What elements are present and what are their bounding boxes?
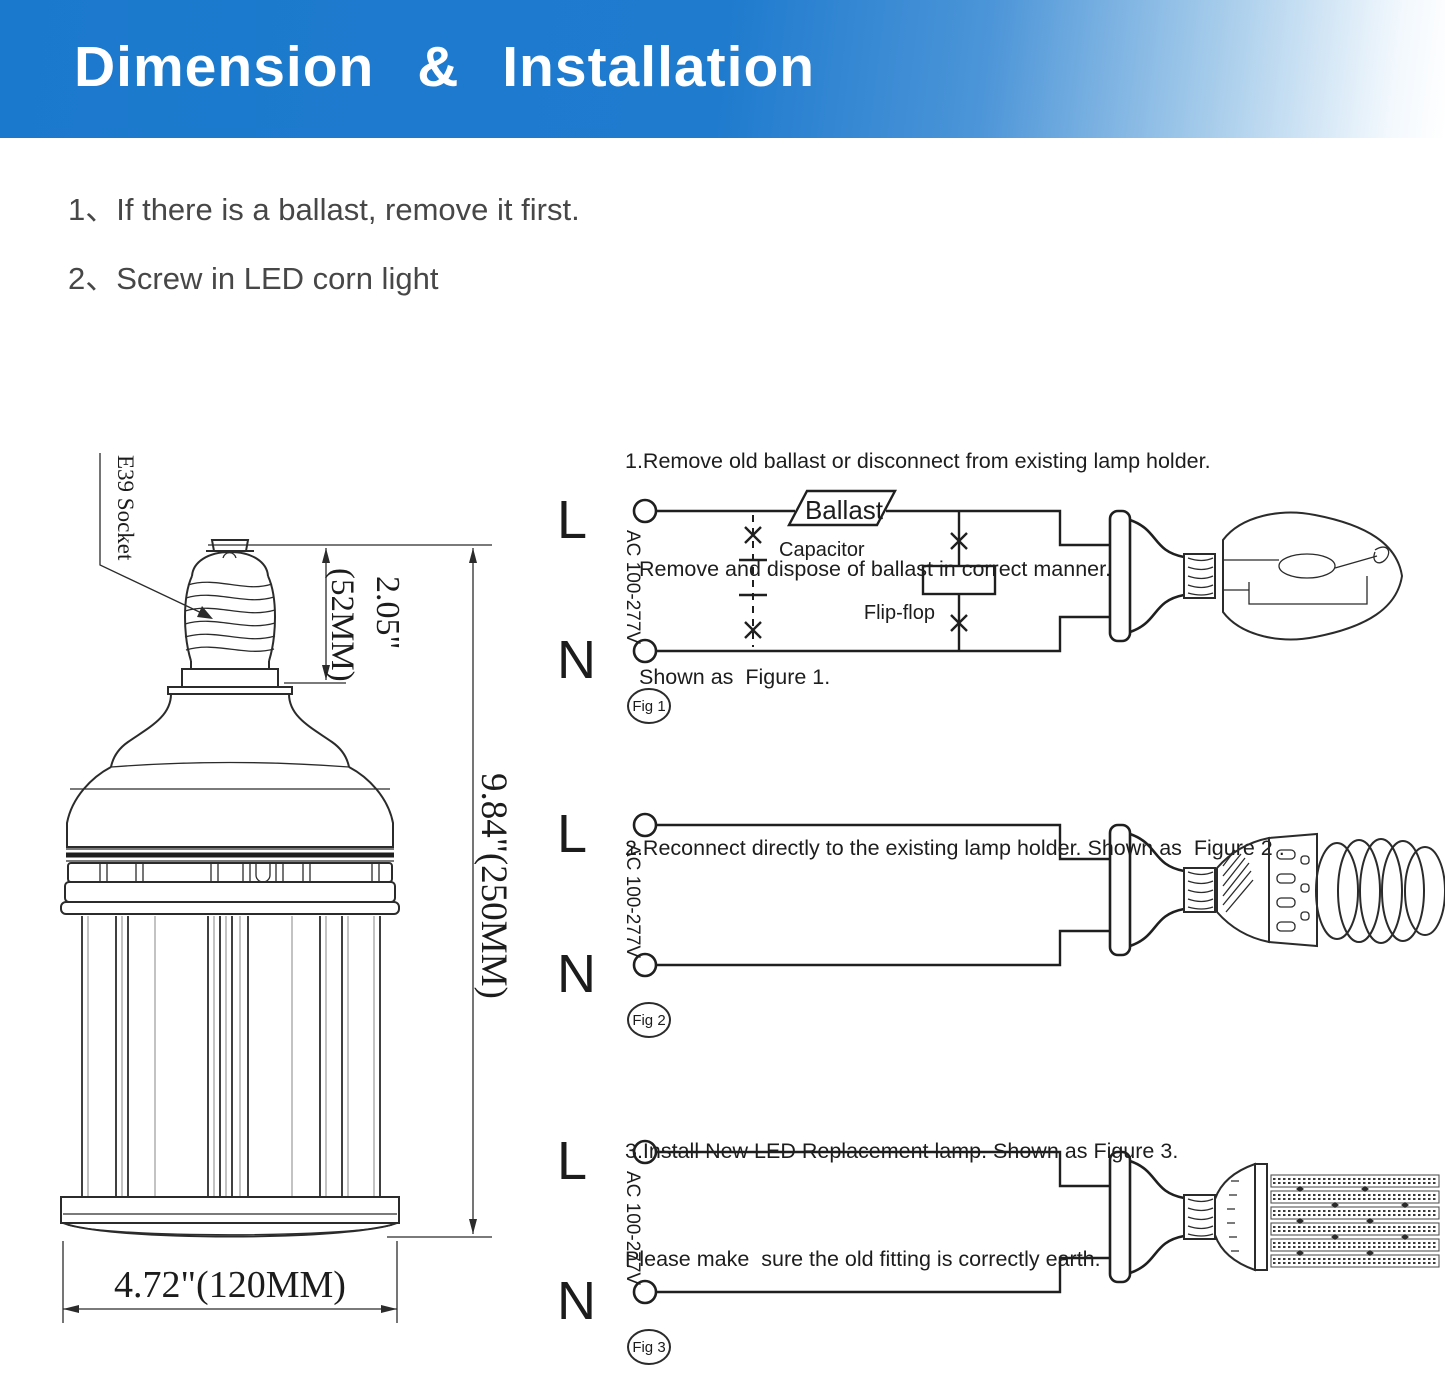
dim-diameter: 4.72"(120MM) <box>62 1241 398 1323</box>
voltage-label: AC 100-277V <box>622 1171 643 1285</box>
live-terminal <box>632 498 658 524</box>
figure2-intro-line: 2.Reconnect directly to the existing lam… <box>625 836 1285 860</box>
wiring-diagram-fig3: L N AC 100-277V <box>557 1131 1440 1365</box>
heatsink-ring-band <box>60 848 400 915</box>
figure1-intro-line: 1.Remove old ballast or disconnect from … <box>625 449 1211 473</box>
neutral-terminal-label: N <box>557 630 596 690</box>
socket-height-mm: (52MM) <box>324 568 360 682</box>
dim-overall-height: 9.84"(250MM) <box>387 548 514 1238</box>
wire <box>656 1150 1110 1188</box>
voltage-label: AC 100-277V <box>622 530 643 644</box>
fig-caption-badge <box>627 688 671 724</box>
live-terminal <box>632 812 658 838</box>
e39-socket-callout: E39 Socket <box>99 453 213 619</box>
capacitor-label: Capacitor <box>779 539 865 561</box>
cfl-spiral-bulb-icon <box>1216 832 1445 948</box>
figure1-intro-line: Remove and dispose of ballast in correct… <box>639 557 1112 581</box>
bulb-outline <box>66 539 394 848</box>
page-title: Dimension & Installation <box>74 35 816 99</box>
callout-arrowhead <box>197 606 213 619</box>
neutral-terminal-label: N <box>557 944 596 1004</box>
wiring-diagram-fig1: L N AC 100-277V Ballast Capacitor Flip-f… <box>557 489 1404 724</box>
live-terminal-label: L <box>557 1131 587 1191</box>
wire <box>656 1256 1110 1294</box>
fig-caption: Fig 3 <box>632 1339 665 1356</box>
socket-label: E39 Socket <box>113 455 138 561</box>
wire <box>656 823 1110 861</box>
wire <box>656 615 1110 653</box>
ballast-symbol <box>787 489 897 527</box>
figure1-intro: 1.Remove old ballast or disconnect from … <box>625 371 1211 767</box>
fig-caption: Fig 1 <box>632 698 665 715</box>
fig-caption-badge <box>627 1002 671 1038</box>
ignitor-branch: Flip-flop <box>864 511 997 651</box>
lamp-holder <box>1108 509 1216 643</box>
figure3-intro-line: Please make sure the old fitting is corr… <box>625 1247 1101 1271</box>
hid-bulb-icon <box>1222 511 1404 641</box>
socket-height-in: 2.05" <box>369 576 406 649</box>
dim-socket-height: (52MM) 2.05" <box>208 544 492 684</box>
figure1-intro-line: Shown as Figure 1. <box>639 665 831 689</box>
live-terminal <box>632 1139 658 1165</box>
voltage-label: AC 100-277V <box>622 844 643 958</box>
fin-lines <box>81 916 381 1197</box>
led-corn-bulb-icon <box>1214 1162 1440 1272</box>
callout-leader-line <box>99 453 211 618</box>
neutral-terminal-label: N <box>557 1271 596 1331</box>
capacitor-branch: Capacitor <box>739 515 865 647</box>
fig-caption-badge <box>627 1329 671 1365</box>
figure2-intro: 2.Reconnect directly to the existing lam… <box>625 758 1285 938</box>
wiring-diagram-fig2: L N AC 100-277V <box>557 804 1445 1038</box>
live-terminal-label: L <box>557 804 587 864</box>
wire <box>656 929 1110 967</box>
overall-height-label: 9.84"(250MM) <box>473 773 514 999</box>
live-terminal-label: L <box>557 490 587 550</box>
diameter-label: 4.72"(120MM) <box>114 1264 346 1306</box>
led-strip-rows <box>1270 1174 1440 1268</box>
instruction-step-2: 2、Screw in LED corn light <box>68 261 439 296</box>
lamp-holder <box>1108 1150 1216 1284</box>
lamp-holder <box>1108 823 1216 957</box>
flipflop-label: Flip-flop <box>864 602 935 624</box>
fig-caption: Fig 2 <box>632 1012 665 1029</box>
instruction-step-1: 1、If there is a ballast, remove it first… <box>68 192 580 227</box>
bulb-base-lens <box>60 1196 400 1238</box>
bulb-dimension-drawing: E39 Socket <box>60 453 514 1323</box>
wire <box>886 509 1110 547</box>
header-banner: Dimension & Installation <box>0 0 1445 138</box>
ballast-label: Ballast <box>805 495 884 525</box>
